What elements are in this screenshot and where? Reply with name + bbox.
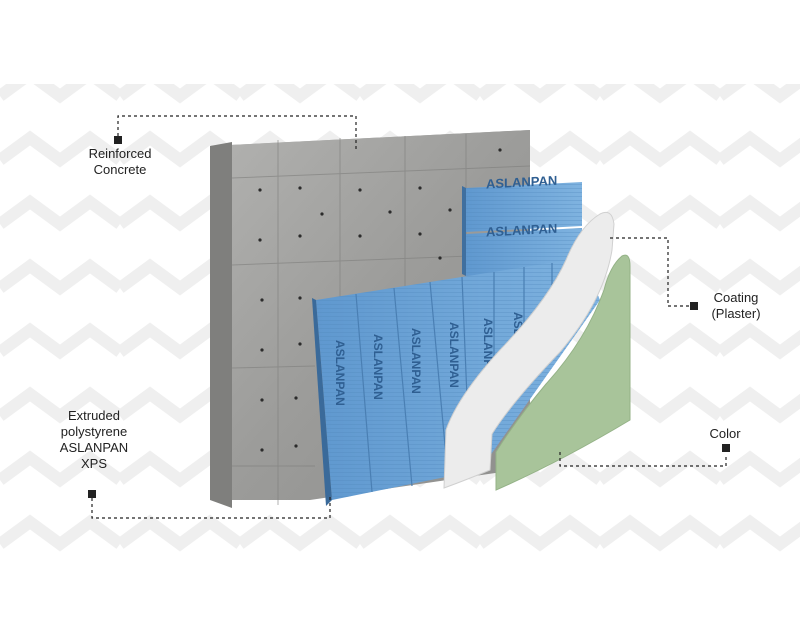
xps-brand-text: ASLANPAN	[333, 340, 347, 406]
callout-marker-coating	[690, 302, 698, 310]
label-color: Color	[709, 426, 741, 441]
coating-plaster-layer	[443, 211, 615, 489]
label-coating-plaster: Coating (Plaster)	[711, 290, 761, 321]
xps-brand-text: ASLANPAN	[409, 328, 423, 394]
callout-line-coating	[610, 237, 694, 307]
color-layer	[495, 254, 631, 491]
xps-upper-boards: ASLANPAN ASLANPAN	[462, 173, 582, 276]
callout-line-concrete	[117, 115, 357, 150]
xps-brand-text: ASLANPAN	[486, 173, 557, 192]
callout-lines	[91, 115, 727, 519]
xps-brand-text: ASLANPAN	[447, 322, 461, 388]
label-extruded-polystyrene: Extruded polystyrene ASLANPAN XPS	[59, 408, 129, 471]
callout-line-xps	[91, 496, 331, 519]
callout-marker-color	[722, 444, 730, 452]
callout-line-color	[559, 452, 727, 467]
xps-brand-text: ASLANPAN	[486, 221, 557, 240]
label-reinforced-concrete: Reinforced Concrete	[88, 146, 152, 177]
callout-marker-concrete	[114, 136, 122, 144]
callout-marker-xps	[88, 490, 96, 498]
xps-brand-text: ASLANPAN	[371, 334, 385, 400]
